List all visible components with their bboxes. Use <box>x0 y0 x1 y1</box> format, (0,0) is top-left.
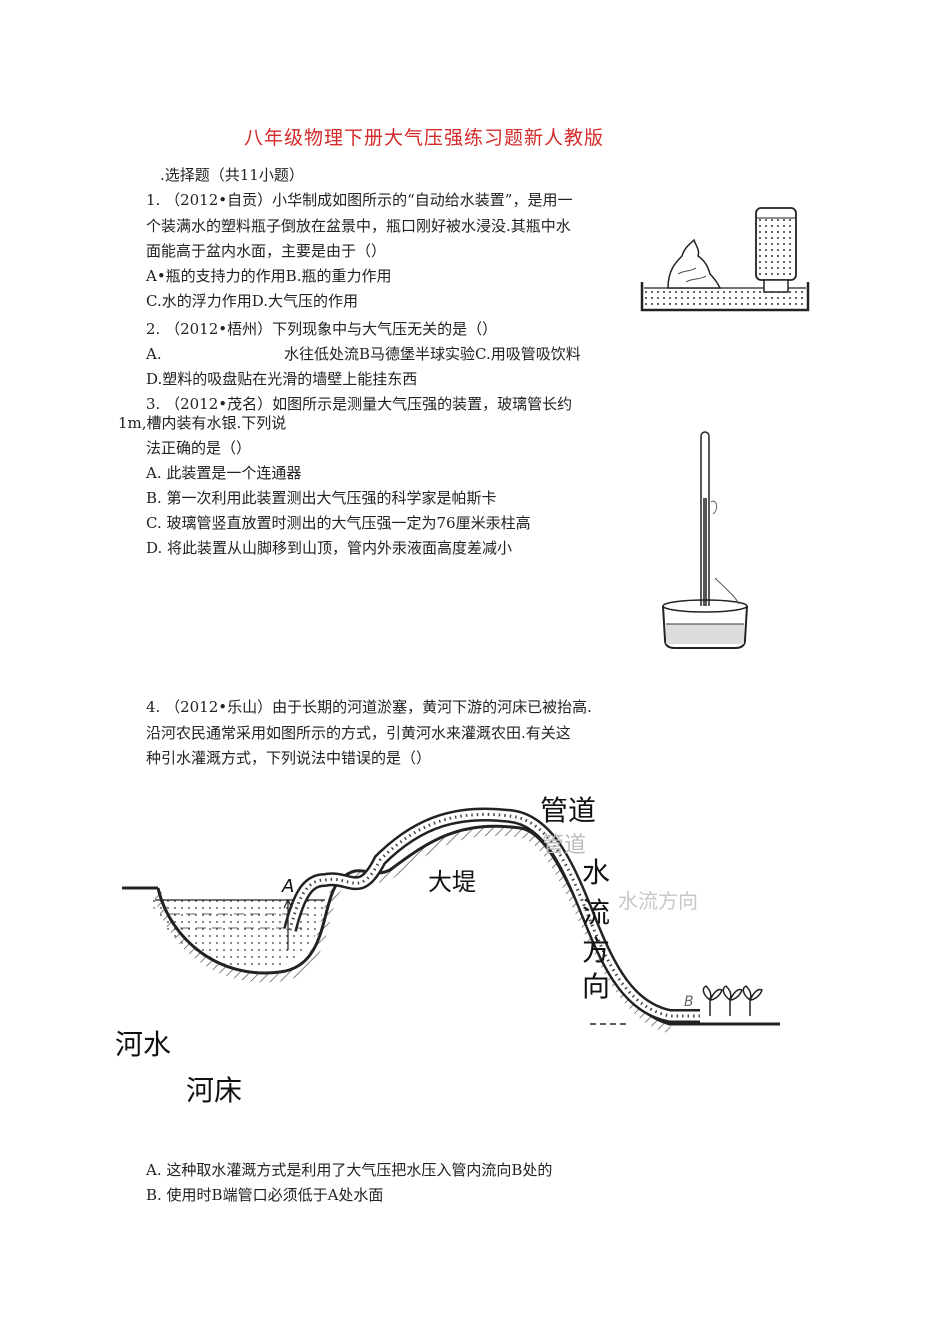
bonsai-rock <box>667 238 722 289</box>
bottle-neck <box>763 279 789 293</box>
q4-option-a: A. 这种取水灌溉方式是利用了大气压把水压入管内流向B处的 <box>146 1161 553 1179</box>
q3-line1: 3. （2012•茂名）如图所示是测量大气压强的装置，玻璃管长约 <box>146 395 573 413</box>
q2-option-abc: 水往低处流B马德堡半球实验C.用吸管吸饮料 <box>284 345 581 363</box>
flow-char-3: 方 <box>582 934 610 967</box>
basin-outline <box>640 282 810 312</box>
siphon-irrigation-figure: A B 管道 管道 大堤 水 流 方 向 水流方向 <box>122 794 780 1034</box>
q1-option-cd: C.水的浮力作用D.大气压的作用 <box>146 292 358 310</box>
pipe-label-faint: 管道 <box>542 833 586 858</box>
q3-option-c: C. 玻璃管竖直放置时测出的大气压强一定为76厘米汞柱高 <box>146 514 531 532</box>
siphon-pipe <box>283 807 700 1023</box>
q1-line1: 1. （2012•自贡）小华制成如图所示的“自动给水装置”，是用一 <box>146 191 573 209</box>
q3-option-a: A. 此装置是一个连通器 <box>146 464 302 482</box>
pipe-label: 管道 <box>540 794 596 827</box>
section-heading: .选择题（共11小题） <box>160 166 304 184</box>
q4-option-b: B. 使用时B端管口必须低于A处水面 <box>146 1186 384 1204</box>
q2-option-a-label: A. <box>146 345 162 363</box>
flow-char-4: 向 <box>582 970 610 1003</box>
q2-option-d: D.塑料的吸盘贴在光滑的墙壁上能挂东西 <box>146 370 418 388</box>
mercury-column <box>703 498 707 626</box>
point-b-label: B <box>684 994 694 1010</box>
crops-icon <box>702 985 763 1016</box>
q1-line3: 面能高于盆内水面，主要是由于（） <box>146 242 387 260</box>
q3-line2: 1m,槽内装有水银.下列说 <box>118 414 287 432</box>
point-a-label: A <box>281 876 294 897</box>
flow-direction-faint: 水流方向 <box>618 889 698 913</box>
page-title: 八年级物理下册大气压强练习题新人教版 <box>244 127 605 149</box>
q1-line2: 个装满水的塑料瓶子倒放在盆景中，瓶口刚好被水浸没.其瓶中水 <box>146 217 571 235</box>
q2-line1: 2. （2012•梧州）下列现象中与大气压无关的是（） <box>146 320 498 338</box>
q3-option-b: B. 第一次利用此装置测出大气压强的科学家是帕斯卡 <box>146 489 497 507</box>
flow-char-1: 水 <box>582 856 610 889</box>
q3-option-d: D. 将此装置从山脚移到山顶，管内外汞液面高度差减小 <box>146 539 513 557</box>
auto-water-feeder-figure <box>640 207 810 312</box>
q1-option-ab: A•瓶的支持力的作用B.瓶的重力作用 <box>146 267 392 285</box>
basin-water <box>644 288 806 308</box>
torricelli-apparatus-figure <box>662 431 748 649</box>
q3-line3: 法正确的是（） <box>146 439 252 457</box>
q4-line3: 种引水灌溉方式，下列说法中错误的是（） <box>146 749 432 767</box>
river-bed-label: 河床 <box>186 1074 243 1107</box>
river-water-label: 河水 <box>115 1028 172 1061</box>
q4-line1: 4. （2012•乐山）由于长期的河道淤塞，黄河下游的河床已被抬高. <box>146 698 592 716</box>
q4-line2: 沿河农民通常采用如图所示的方式，引黄河水来灌溉农田.有关这 <box>146 724 571 742</box>
flow-char-2: 流 <box>582 896 610 929</box>
dam-label: 大堤 <box>428 868 476 896</box>
